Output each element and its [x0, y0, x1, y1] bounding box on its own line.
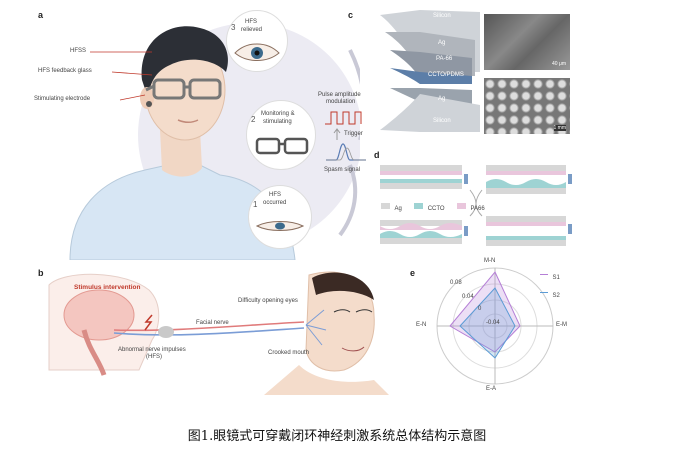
layer-label-silicon-bottom: Silicon	[433, 118, 451, 124]
legend-s1: S1	[552, 275, 560, 281]
layer-label-ag-bottom: Ag	[438, 96, 446, 102]
layer-stack-illustration	[380, 10, 480, 132]
legend-swatch-pa66	[457, 202, 467, 209]
open-eye-icon	[234, 43, 280, 61]
spasm-label: Spasm signal	[324, 167, 361, 173]
nerve-pathway-illustration	[48, 271, 389, 395]
spasm-wave-icon	[326, 143, 366, 161]
legend-line-s2	[540, 292, 548, 294]
glasses-icon	[255, 137, 309, 155]
legend-swatch-ag	[381, 202, 390, 209]
label-feedback-glass: HFS feedback glass	[38, 68, 92, 74]
crooked-label: Crooked mouth	[268, 350, 310, 356]
stimulus-label: Stimulus intervention	[74, 284, 141, 291]
scale-bar-1: 40 μm	[552, 61, 566, 67]
step-1-number: 1	[253, 200, 258, 209]
radar-legend: S1 S2	[540, 266, 560, 302]
axis-mn: M-N	[484, 258, 496, 264]
tick-004: 0.04	[462, 294, 474, 300]
step-3-number: 3	[231, 23, 236, 32]
scale-bar-2: 1 mm	[553, 125, 566, 131]
pulse-label-l1: Pulse amplitude	[318, 92, 361, 98]
legend-swatch-ccto	[414, 202, 424, 209]
step-1-line1: HFS	[269, 192, 281, 198]
layer-label-pa66: PA-66	[436, 56, 453, 62]
panel-e-letter: e	[410, 268, 416, 278]
step-3-circle: 3 HFS relieved	[226, 10, 288, 72]
label-hfss: HFSS	[70, 48, 87, 54]
abnormal-label-l1: Abnormal nerve impulses	[118, 347, 186, 353]
label-pointer-lines	[90, 51, 153, 101]
sem-image-bottom: 1 mm	[484, 78, 570, 134]
axis-ea: E-A	[486, 386, 497, 392]
step-3-line1: HFS	[245, 19, 257, 25]
label-stimulating-electrode: Stimulating electrode	[34, 96, 91, 102]
axis-en: E-N	[416, 322, 427, 328]
tick-neg004: -0.04	[486, 320, 500, 326]
legend-ag: Ag	[394, 206, 402, 212]
axis-em: E-M	[556, 322, 567, 328]
tick-0: 0	[478, 306, 482, 312]
step-2-circle: 2 Monitoring & stimulating	[246, 100, 316, 170]
trigger-label: Trigger	[344, 131, 363, 137]
facial-nerve-label: Facial nerve	[196, 320, 229, 326]
abnormal-label-l2: (HFS)	[146, 354, 162, 360]
step-2-line1: Monitoring &	[261, 111, 295, 117]
tick-008: 0.08	[450, 280, 462, 286]
legend-ccto: CCTO	[427, 206, 445, 212]
panel-d-letter: d	[374, 150, 380, 160]
step-2-number: 2	[251, 115, 256, 124]
teng-working-diagram	[380, 165, 572, 246]
legend-line-s1	[540, 274, 548, 276]
radar-chart	[436, 267, 554, 385]
panel-a-letter: a	[38, 10, 44, 20]
legend-s2: S2	[552, 293, 560, 299]
trigger-arrow-icon	[333, 128, 341, 140]
step-2-line2: stimulating	[263, 119, 292, 125]
layer-label-ccto-pdms: CCTO/PDMS	[428, 72, 464, 78]
squinting-eye-icon	[255, 221, 305, 231]
step-1-circle: 1 HFS occurred	[248, 185, 312, 249]
figure-caption: 图1.眼镜式可穿戴闭环神经刺激系统总体结构示意图	[187, 429, 487, 444]
layer-label-ag-top: Ag	[438, 40, 446, 46]
panel-d-legend: Ag CCTO PA66	[381, 197, 485, 215]
step-1-line2: occurred	[263, 200, 287, 206]
panel-c-letter: c	[348, 10, 354, 20]
sem-image-top: 40 μm	[484, 14, 570, 70]
pulse-label-l2: modulation	[326, 99, 356, 105]
layer-label-silicon-top: Silicon	[433, 13, 451, 19]
step-3-line2: relieved	[241, 27, 263, 33]
difficulty-label: Difficulty opening eyes	[238, 298, 298, 304]
pulse-wave-icon	[325, 111, 362, 125]
panel-b-letter: b	[38, 268, 44, 278]
legend-pa66: PA66	[470, 206, 485, 212]
